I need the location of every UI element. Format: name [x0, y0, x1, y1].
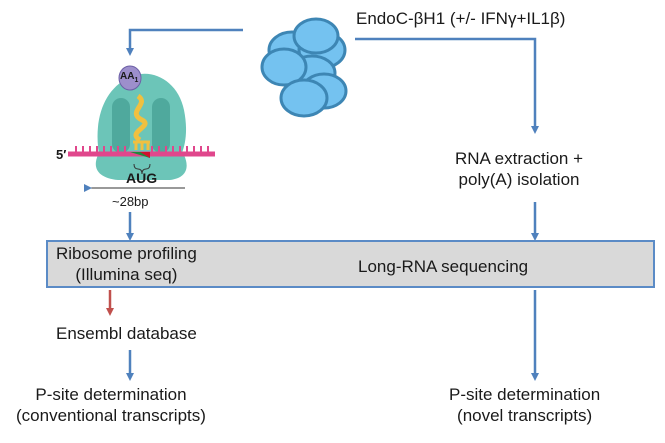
psite-novel-node: P-site determination (novel transcripts): [449, 384, 600, 426]
long-rna-sequencing-node: Long-RNA sequencing: [358, 257, 529, 276]
footprint-length-label: ~28bp: [112, 194, 149, 209]
psite-conventional-node: P-site determination (conventional trans…: [16, 384, 206, 426]
aa-label: AA1: [120, 71, 139, 84]
ribosome-profiling-line-2: (Illumina seq): [75, 265, 178, 284]
rna-extraction-line-1: RNA extraction +: [455, 149, 584, 168]
ribosome-profiling-node: Ribosome profiling (Illumina seq): [56, 243, 197, 285]
rna-extraction-node: RNA extraction + poly(A) isolation: [455, 148, 583, 190]
arrow-cells-to-ribosome: [126, 28, 243, 56]
psite-novel-line-1: P-site determination: [449, 385, 601, 404]
psite-conventional-line-2: (conventional transcripts): [16, 406, 206, 425]
sequencing-box: [46, 240, 655, 288]
mrna-5prime-label: 5′: [56, 147, 67, 162]
psite-novel-line-2: (novel transcripts): [457, 406, 593, 425]
psite-conventional-line-1: P-site determination: [35, 385, 187, 404]
ribosome-icon: [68, 65, 215, 192]
cell-line-title: EndoC-βH1 (+/- IFNγ+IL1β): [356, 9, 566, 28]
ribosome-profiling-line-1: Ribosome profiling: [56, 244, 197, 263]
rna-extraction-line-2: poly(A) isolation: [458, 170, 580, 189]
arrow-cells-to-rna-extraction: [355, 37, 539, 134]
ensembl-database-node: Ensembl database: [56, 324, 197, 343]
codon-label: AUG: [126, 170, 158, 186]
cell-cluster-icon: [260, 17, 348, 118]
